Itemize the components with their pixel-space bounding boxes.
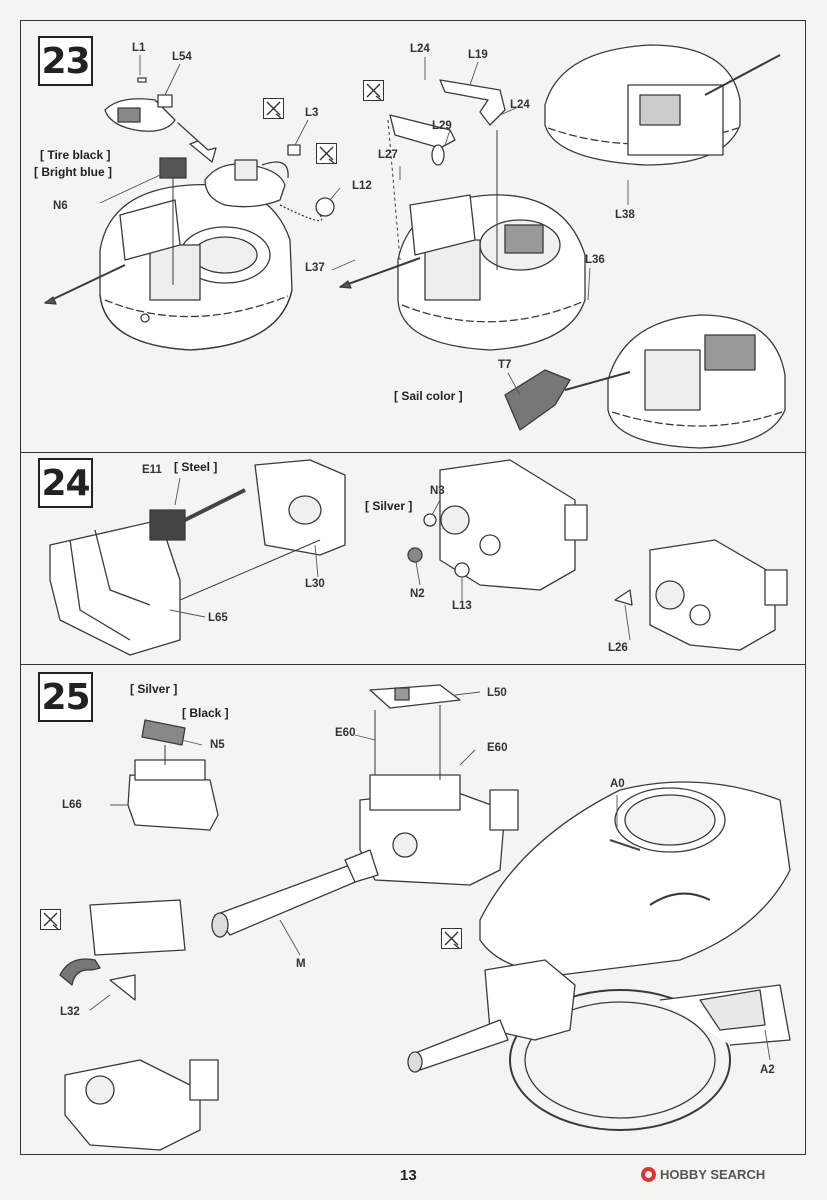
- part-label-l32: L32: [60, 1006, 80, 1018]
- note-sail-color: [ Sail color ]: [394, 389, 463, 403]
- step-divider-23-24: [20, 452, 806, 453]
- no-glue-icon: [441, 928, 462, 949]
- part-label-a0: A0: [610, 778, 625, 790]
- part-label-l30: L30: [305, 578, 325, 590]
- part-label-l13: L13: [452, 600, 472, 612]
- turret-body-a0: [479, 781, 791, 976]
- part-label-a2: A2: [760, 1064, 775, 1076]
- part-label-e60-left: E60: [335, 727, 356, 739]
- no-glue-icon: [363, 80, 384, 101]
- note-bright-blue: [ Bright blue ]: [34, 165, 112, 179]
- part-l1-shape: [137, 77, 147, 83]
- part-label-l29: L29: [432, 120, 452, 132]
- step-number-25: 25: [38, 672, 93, 722]
- part-label-t7: T7: [498, 359, 512, 371]
- note-steel: [ Steel ]: [174, 460, 218, 474]
- cover-part-n5: [141, 719, 186, 746]
- part-label-l37: L37: [305, 262, 325, 274]
- part-n3-shape: [423, 513, 437, 527]
- gun-mount-assembly-right: [649, 539, 788, 651]
- part-label-l65: L65: [208, 612, 228, 624]
- note-silver-24: [ Silver ]: [365, 499, 413, 513]
- part-label-l19: L19: [468, 49, 488, 61]
- sight-box-assembly: [359, 774, 519, 886]
- sail-part-t7: [504, 369, 571, 431]
- part-label-n6: N6: [53, 200, 68, 212]
- box-assembly-lower-left: [64, 899, 219, 1151]
- part-label-l26: L26: [608, 642, 628, 654]
- turret-assembly-left: [44, 183, 293, 351]
- part-label-n3: N3: [430, 485, 445, 497]
- part-label-l1: L1: [132, 42, 146, 54]
- step-number-23: 23: [38, 36, 93, 86]
- gun-assembly-installed: [407, 959, 576, 1073]
- page-frame: [20, 20, 806, 1155]
- hobby-search-logo-icon: [641, 1167, 656, 1182]
- part-l13-shape: [454, 562, 470, 578]
- hatch-part-l54: [104, 94, 217, 163]
- watermark-text: HOBBY SEARCH: [660, 1167, 766, 1182]
- no-glue-icon: [263, 98, 284, 119]
- part-l32-shape: [109, 974, 136, 1001]
- part-label-l12: L12: [352, 180, 372, 192]
- part-label-m: M: [296, 958, 306, 970]
- part-label-l38: L38: [615, 209, 635, 221]
- no-glue-icon: [40, 909, 61, 930]
- part-label-n2: N2: [410, 588, 425, 600]
- part-label-e60-right: E60: [487, 742, 508, 754]
- part-label-l50: L50: [487, 687, 507, 699]
- plate-part-l50: [369, 684, 461, 709]
- turret-assembly-top-right: [544, 44, 781, 166]
- part-label-l24-right: L24: [510, 99, 530, 111]
- part-label-l66: L66: [62, 799, 82, 811]
- part-n2-shape: [407, 547, 423, 563]
- note-black: [ Black ]: [182, 706, 229, 720]
- part-label-n5: N5: [210, 739, 225, 751]
- part-label-l3: L3: [305, 107, 319, 119]
- bracket-l19: [389, 79, 506, 166]
- page-number: 13: [400, 1167, 417, 1184]
- part-l26-shape: [614, 589, 633, 606]
- mantlet-frame-l30: [254, 459, 346, 556]
- barrel-part-m: [211, 849, 379, 938]
- step-number-24: 24: [38, 458, 93, 508]
- watermark: HOBBY SEARCH: [641, 1167, 765, 1182]
- machine-gun-e11: [149, 488, 246, 541]
- gun-mount-assembly-middle: [439, 459, 588, 591]
- box-part-l66: [127, 759, 219, 831]
- note-tire-black: [ Tire black ]: [40, 148, 111, 162]
- part-label-e11: E11: [142, 464, 162, 476]
- part-label-l27: L27: [378, 149, 398, 161]
- no-glue-icon: [316, 143, 337, 164]
- part-label-l24-top: L24: [410, 43, 430, 55]
- decal-n6-shape: [159, 157, 187, 179]
- turret-assembly-middle: [339, 194, 586, 351]
- step-divider-24-25: [20, 664, 806, 665]
- turret-assembly-bottom-right: [564, 314, 786, 449]
- part-label-l36: L36: [585, 254, 605, 266]
- periscope-cover: [204, 144, 335, 222]
- rotation-arrow: [59, 958, 101, 986]
- turret-ring-a2: [509, 984, 791, 1131]
- note-silver-25: [ Silver ]: [130, 682, 178, 696]
- part-label-l54: L54: [172, 51, 192, 63]
